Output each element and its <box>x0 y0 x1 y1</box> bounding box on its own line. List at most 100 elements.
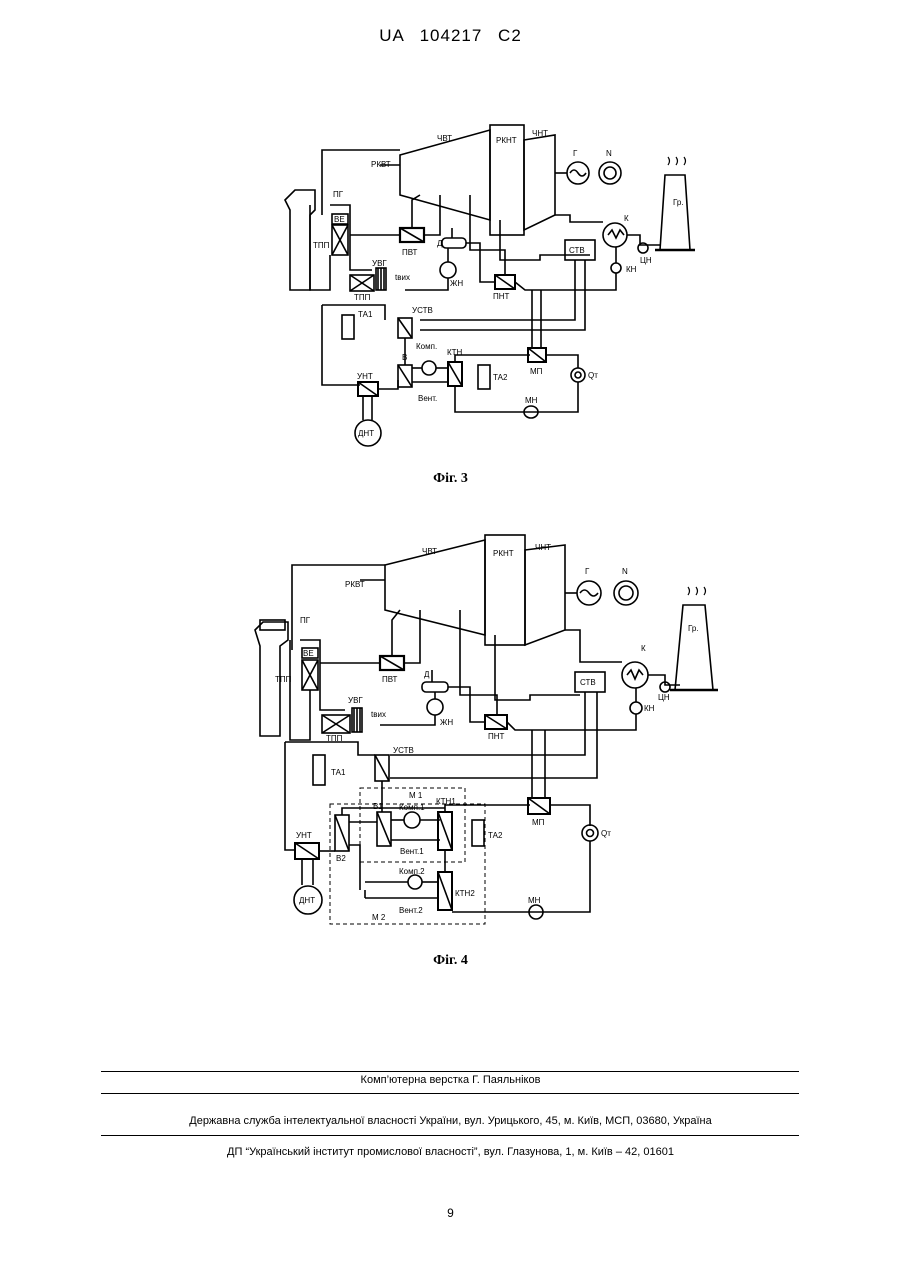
label-mp: МП <box>532 818 545 827</box>
label-vent2: Вент.2 <box>399 906 423 915</box>
label-m2: М 2 <box>372 913 386 922</box>
footer-rule-2 <box>101 1093 799 1094</box>
label-zhn: ЖН <box>450 279 463 288</box>
heat-consumer-qt <box>582 825 598 841</box>
label-gr: Гр. <box>673 198 684 207</box>
label-pnt: ПНТ <box>493 292 510 301</box>
ta2-tank <box>478 365 490 389</box>
label-v2: В2 <box>336 854 346 863</box>
label-pnt: ПНТ <box>488 732 505 741</box>
pump-zhn <box>427 699 443 715</box>
label-qt: Qт <box>588 371 598 380</box>
label-dnt: ДНТ <box>358 429 374 438</box>
cooling-tower <box>660 175 690 250</box>
label-qt: Qт <box>601 829 611 838</box>
label-m1: М 1 <box>409 791 423 800</box>
label-n: N <box>622 567 628 576</box>
turbine-hp-section <box>400 130 490 220</box>
label-ve: ВЕ <box>303 649 314 658</box>
label-chnt: ЧНТ <box>532 129 548 138</box>
power-n <box>614 581 638 605</box>
label-chvt: ЧВТ <box>422 547 437 556</box>
label-unt: УНТ <box>296 831 312 840</box>
label-ta1: ТА1 <box>331 768 346 777</box>
label-ustv: УСТВ <box>412 306 433 315</box>
label-ktn1: КТН1 <box>436 797 456 806</box>
ta2-tank <box>472 820 484 846</box>
page-number: 9 <box>0 1206 901 1220</box>
label-cn: ЦН <box>640 256 652 265</box>
label-rkvt: РКВТ <box>371 160 391 169</box>
pump-zhn <box>440 262 456 278</box>
ta1-tank <box>313 755 325 785</box>
label-vent: Вент. <box>418 394 437 403</box>
turbine-lp-cone <box>525 545 565 645</box>
pump-kn <box>611 263 621 273</box>
label-tpp-bottom: ТПП <box>354 293 371 302</box>
label-rkvt: РКВТ <box>345 580 365 589</box>
label-tpp-left: ТПП <box>313 241 330 250</box>
label-stv: СТВ <box>569 246 585 255</box>
compressor-2 <box>408 875 422 889</box>
label-uvg: УВГ <box>348 696 363 705</box>
label-pg: ПГ <box>333 190 344 199</box>
footer-agency: Державна служба інтелектуальної власност… <box>0 1115 901 1127</box>
compressor <box>422 361 436 375</box>
label-pg: ПГ <box>300 616 311 625</box>
figure-3-caption: Фіг. 3 <box>0 471 901 487</box>
label-d: Д <box>437 239 443 248</box>
figure-3-diagram: ЧВТ РКВТ РКНТ ЧНТ Г N Гр. ПГ ВЕ ТПП ПВТ … <box>0 0 901 470</box>
label-komp2: Комп.2 <box>399 867 425 876</box>
label-uvg: УВГ <box>372 259 387 268</box>
label-pvt: ПВТ <box>402 248 418 257</box>
deaerator <box>442 238 466 248</box>
label-mn: МН <box>525 396 538 405</box>
footer-institute: ДП “Український інститут промислової вла… <box>0 1146 901 1158</box>
label-chnt: ЧНТ <box>535 543 551 552</box>
footer-rule-1 <box>101 1071 799 1072</box>
label-komp1: Комп.1 <box>399 803 425 812</box>
label-kn: КН <box>626 265 637 274</box>
label-stv: СТВ <box>580 678 596 687</box>
label-ve: ВЕ <box>334 215 345 224</box>
footer-rule-3 <box>101 1135 799 1136</box>
label-ustv: УСТВ <box>393 746 414 755</box>
label-tvykh: tвих <box>395 273 410 282</box>
label-v1: В1 <box>373 802 383 811</box>
label-komp: Комп. <box>416 342 437 351</box>
figure-4-caption: Фіг. 4 <box>0 953 901 969</box>
label-mn: МН <box>528 896 541 905</box>
condenser-k <box>622 662 648 688</box>
label-k: К <box>624 214 629 223</box>
label-ktn: КТН <box>447 348 463 357</box>
label-ktn2: КТН2 <box>455 889 475 898</box>
label-ta2: ТА2 <box>488 831 503 840</box>
label-k: К <box>641 644 646 653</box>
ta1-tank <box>342 315 354 339</box>
turbine-lp-cone <box>524 135 555 230</box>
label-cn: ЦН <box>658 693 670 702</box>
heat-consumer-qt <box>571 368 585 382</box>
label-v: В <box>402 353 407 362</box>
label-tpp-bottom: ТПП <box>326 734 343 743</box>
label-d: Д <box>424 670 430 679</box>
footer-typesetter: Комп’ютерна верстка Г. Паяльніков <box>0 1074 901 1086</box>
label-n: N <box>606 149 612 158</box>
deaerator <box>422 682 448 692</box>
label-g: Г <box>573 149 578 158</box>
label-rknt: РКНТ <box>493 549 514 558</box>
label-ta2: ТА2 <box>493 373 508 382</box>
cooling-tower <box>675 605 713 690</box>
label-tvykh: tвих <box>371 710 386 719</box>
label-gr: Гр. <box>688 624 699 633</box>
label-pvt: ПВТ <box>382 675 398 684</box>
label-g: Г <box>585 567 590 576</box>
label-unt: УНТ <box>357 372 373 381</box>
label-tpp-left: ТПП <box>275 675 292 684</box>
label-mp: МП <box>530 367 543 376</box>
power-n <box>599 162 621 184</box>
label-ta1: ТА1 <box>358 310 373 319</box>
compressor-1 <box>404 812 420 828</box>
label-chvt: ЧВТ <box>437 134 452 143</box>
pump-kn <box>630 702 642 714</box>
